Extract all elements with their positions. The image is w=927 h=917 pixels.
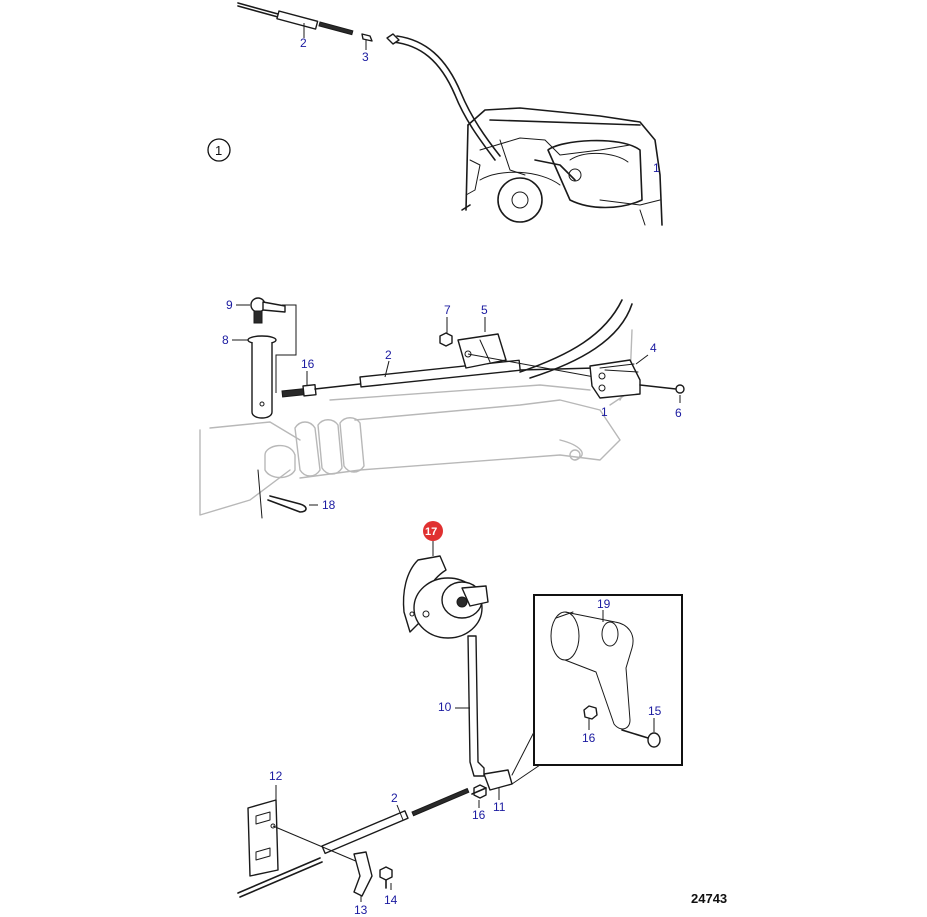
bowden-cable-curve: [519, 299, 623, 373]
label-plate: 12: [269, 769, 283, 783]
lever-drawing: [550, 611, 634, 730]
label-nut-top: 7: [444, 303, 451, 317]
top-cable-drawing: [237, 2, 373, 42]
label-actuator: 17: [425, 526, 437, 538]
label-mid-cable: 2: [385, 348, 392, 362]
label-balljoint: 9: [226, 298, 233, 312]
label-bolt: 6: [675, 406, 682, 420]
figure-marker: [207, 138, 231, 162]
middle-section: 9 8 16 2 7 5 4 6 1 18: [199, 297, 685, 519]
label-bracket: 5: [481, 303, 488, 317]
clamp-drawing: [589, 359, 641, 399]
label-inset-screw: 15: [648, 704, 662, 718]
plate-drawing: [247, 799, 359, 877]
label-pin: 8: [222, 333, 229, 347]
nut-top-drawing: [439, 332, 453, 347]
screw-bottom-drawing: [379, 866, 393, 889]
mid-cable-drawing: [281, 359, 596, 398]
bolt-drawing: [639, 384, 685, 394]
highlight-badge: [423, 521, 443, 541]
cotter-pin-drawing: [267, 495, 307, 513]
label-bracket-bottom: 13: [354, 903, 368, 917]
label-cable-bottom: 2: [391, 791, 398, 805]
label-inset-lever: 19: [597, 597, 611, 611]
nut-bottom-drawing: [473, 784, 487, 799]
label-bar: 10: [438, 700, 452, 714]
label-clamp: 4: [650, 341, 657, 355]
bottom-cable-drawing: [237, 787, 487, 898]
figure-marker-label: 1: [215, 143, 222, 158]
throttle-pipe: [392, 41, 496, 161]
bottom-section: 17 10 11 16 2 12: [237, 521, 727, 917]
label-mid-engine: 1: [601, 405, 608, 419]
label-nut-left: 16: [301, 357, 315, 371]
label-screw-bottom: 14: [384, 893, 398, 907]
label-inset-nut: 16: [582, 731, 596, 745]
bar-drawing: [467, 635, 485, 777]
engine-top-drawing: [461, 107, 663, 226]
label-cotter: 18: [322, 498, 336, 512]
top-section: 2 3 1 1: [207, 2, 663, 226]
inset-nut-drawing: [583, 705, 598, 720]
cylinder-ghost: [199, 329, 633, 516]
bracket-drawing: [457, 333, 601, 379]
bracket-bottom-drawing: [353, 851, 373, 897]
inset-screw-drawing: [621, 729, 661, 748]
actuator-drawing: [402, 555, 489, 639]
label-top-cable: 2: [300, 36, 307, 50]
pin-drawing: [247, 335, 277, 419]
inset-box: 19 16 15: [511, 594, 683, 785]
label-top-engine: 1: [653, 161, 660, 175]
reference-number: 24743: [691, 891, 727, 906]
label-top-clip: 3: [362, 50, 369, 64]
connector-drawing: [483, 769, 513, 791]
balljoint-drawing: [250, 297, 297, 393]
label-connector: 11: [493, 800, 506, 814]
label-nut-bottom: 16: [472, 808, 486, 822]
